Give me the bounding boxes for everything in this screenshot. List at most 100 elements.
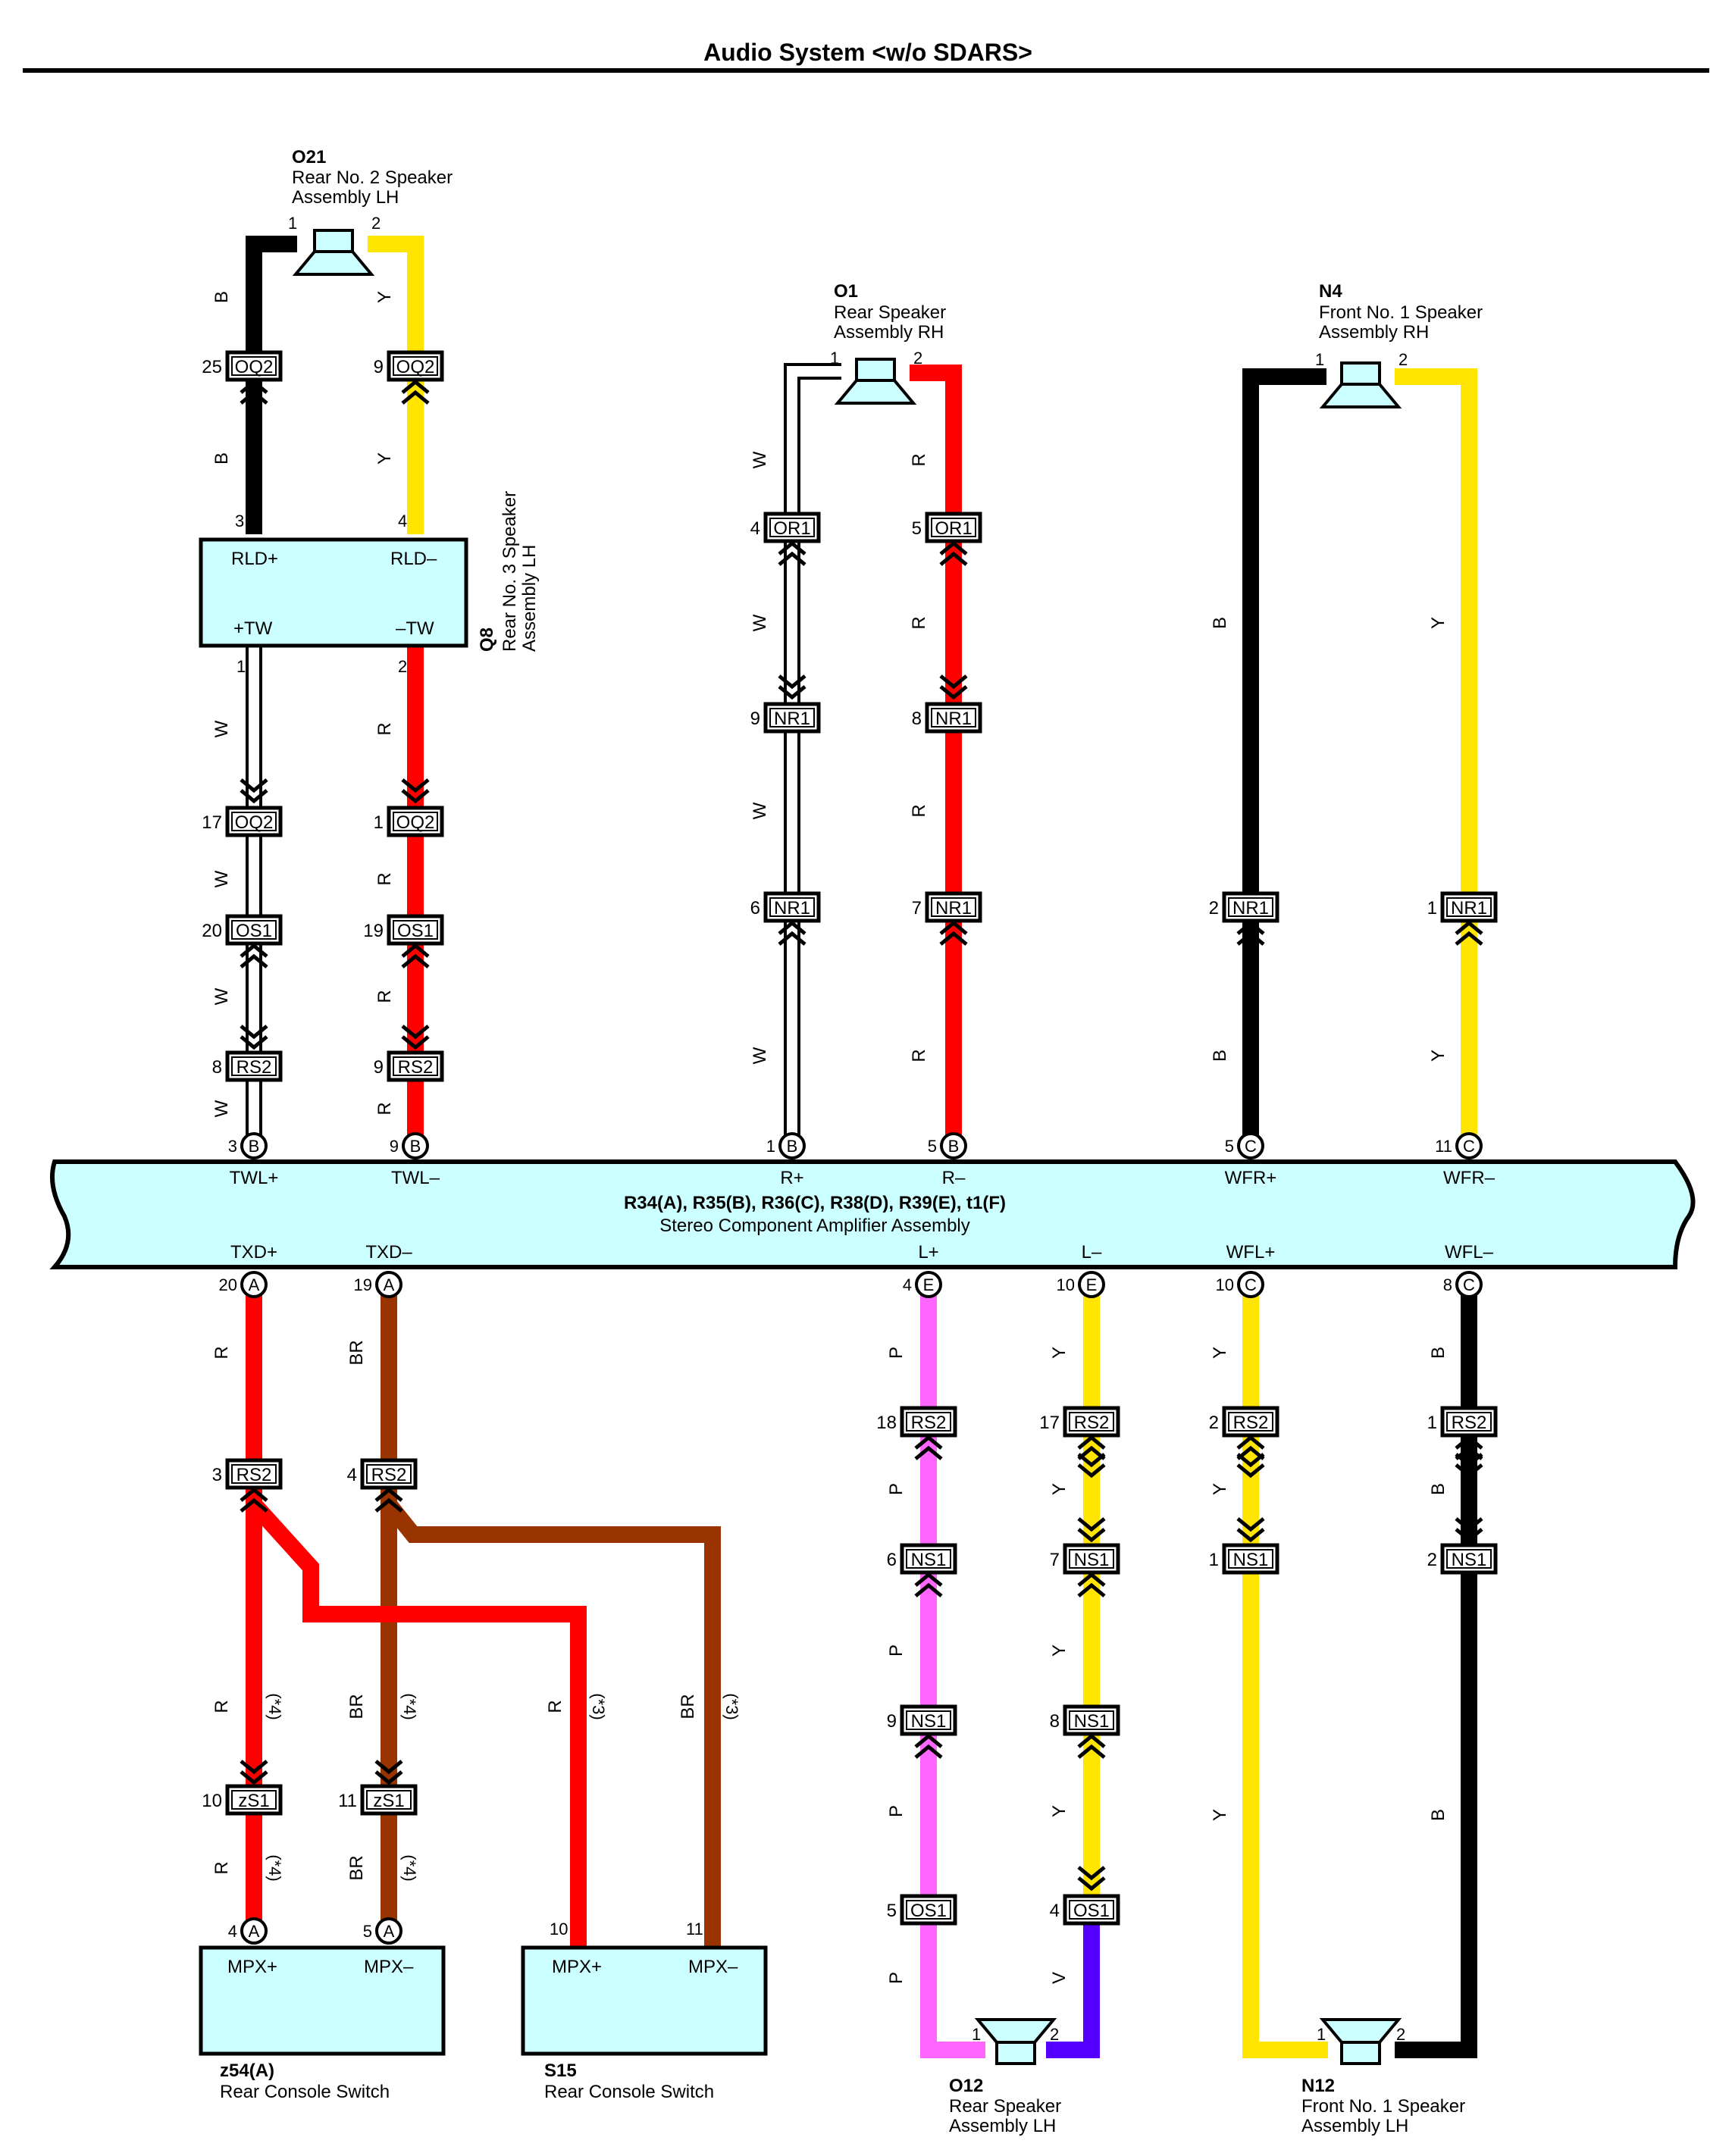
wire-color-label: P (886, 1805, 907, 1817)
svg-text:B: B (249, 1137, 260, 1156)
q8-id: Q8 (477, 627, 497, 652)
svg-text:MPX+: MPX+ (227, 1957, 277, 1977)
svg-text:10: 10 (1057, 1275, 1075, 1294)
wire-color-label: B (211, 452, 232, 465)
wire-color-label: B (1210, 1050, 1230, 1062)
wire-color-label: R (909, 616, 929, 629)
connector-name: OS1 (1073, 1901, 1110, 1921)
wire-color-label: R (374, 1102, 395, 1115)
svg-text:19: 19 (354, 1275, 372, 1294)
o21-name1: Rear No. 2 Speaker (292, 167, 453, 188)
o1-name2: Assembly RH (834, 322, 944, 343)
svg-text:A: A (384, 1275, 395, 1294)
wire-color-label: Y (1049, 1347, 1070, 1359)
wire-notes: (*4)(*4)(*3)(*3)(*4)(*4) (265, 1693, 741, 1881)
connector-name: NR1 (935, 709, 972, 729)
connector-pin: 17 (1039, 1413, 1060, 1433)
wire-color-label: P (886, 1972, 907, 1984)
n4-name1: Front No. 1 Speaker (1319, 302, 1483, 323)
connector-name: RS2 (236, 1465, 272, 1485)
wire-note: (*4) (265, 1854, 284, 1881)
connector-pin: 7 (912, 898, 922, 918)
svg-text:B: B (948, 1137, 960, 1156)
connector-pin: 9 (374, 357, 384, 377)
wire-color-label: R (374, 722, 395, 735)
wire-o21-b (246, 236, 297, 534)
connector-pin: 5 (887, 1901, 897, 1921)
svg-text:TWL+: TWL+ (230, 1168, 279, 1188)
connector-name: OQ2 (235, 357, 274, 377)
wires (246, 236, 1477, 2058)
wire-l-plus (920, 1288, 985, 2058)
svg-text:TXD–: TXD– (365, 1242, 412, 1263)
wire-color-label: W (211, 870, 232, 887)
wire-color-label: B (1428, 1483, 1449, 1495)
svg-text:1: 1 (288, 214, 297, 233)
wire-color-label: R (211, 1861, 232, 1874)
n12-name2: Assembly LH (1301, 2116, 1408, 2136)
svg-text:WFL–: WFL– (1445, 1242, 1494, 1263)
svg-text:3: 3 (235, 512, 244, 530)
svg-text:1: 1 (236, 657, 246, 676)
svg-text:WFR–: WFR– (1443, 1168, 1496, 1188)
svg-text:10: 10 (550, 1920, 568, 1939)
wire-color-label: Y (1210, 1809, 1230, 1821)
wire-color-label: W (211, 720, 232, 737)
connector-name: OQ2 (235, 812, 274, 833)
z54-id: z54(A) (220, 2061, 274, 2081)
svg-text:A: A (249, 1275, 260, 1294)
connector-pin: 6 (750, 898, 760, 918)
wire-color-label: R (374, 990, 395, 1003)
wire-wfl-minus (1395, 1288, 1477, 2058)
wire-o1-w (787, 366, 841, 1144)
wire-color-label: Y (1049, 1644, 1070, 1657)
wire-color-label: Y (1049, 1483, 1070, 1495)
svg-text:RLD+: RLD+ (231, 549, 278, 569)
svg-text:3: 3 (228, 1137, 237, 1156)
connector-name: zS1 (373, 1791, 404, 1811)
connector-pin: 2 (1427, 1550, 1437, 1570)
connector-pin: 5 (912, 518, 922, 539)
wire-color-label: Y (1428, 617, 1449, 629)
svg-text:RLD–: RLD– (390, 549, 437, 569)
connector-name: NR1 (1232, 898, 1269, 918)
connector-name: RS2 (398, 1057, 434, 1078)
o1-name1: Rear Speaker (834, 302, 946, 323)
wire-color-label: W (750, 1047, 770, 1064)
o21-id: O21 (292, 147, 326, 167)
amp-terminal: A 19 TXD– (354, 1242, 412, 1298)
speaker-o21: O21 Rear No. 2 Speaker Assembly LH 1 2 (288, 147, 453, 276)
n4-name2: Assembly RH (1319, 322, 1429, 343)
connector-pin: 4 (750, 518, 760, 539)
svg-text:1: 1 (972, 2025, 981, 2044)
wire-color-label: Y (374, 291, 395, 303)
svg-text:L–: L– (1082, 1242, 1102, 1263)
svg-text:10: 10 (1216, 1275, 1234, 1294)
svg-text:2: 2 (1398, 350, 1408, 369)
svg-text:1: 1 (1315, 350, 1324, 369)
amp-terminal: B1R+ (766, 1132, 806, 1188)
amp-terminals: B3TWL+B9TWL–B1R+B5R–C5WFR+C11WFR–A20TXD+… (219, 1132, 1496, 1945)
n12-name1: Front No. 1 Speaker (1301, 2096, 1465, 2117)
connector-name: OR1 (773, 518, 810, 539)
connector-pin: 1 (1427, 1413, 1437, 1433)
svg-text:4: 4 (903, 1275, 912, 1294)
wire-color-label: W (750, 614, 770, 631)
svg-text:+TW: +TW (233, 618, 273, 639)
wire-color-label: V (1049, 1972, 1070, 1984)
